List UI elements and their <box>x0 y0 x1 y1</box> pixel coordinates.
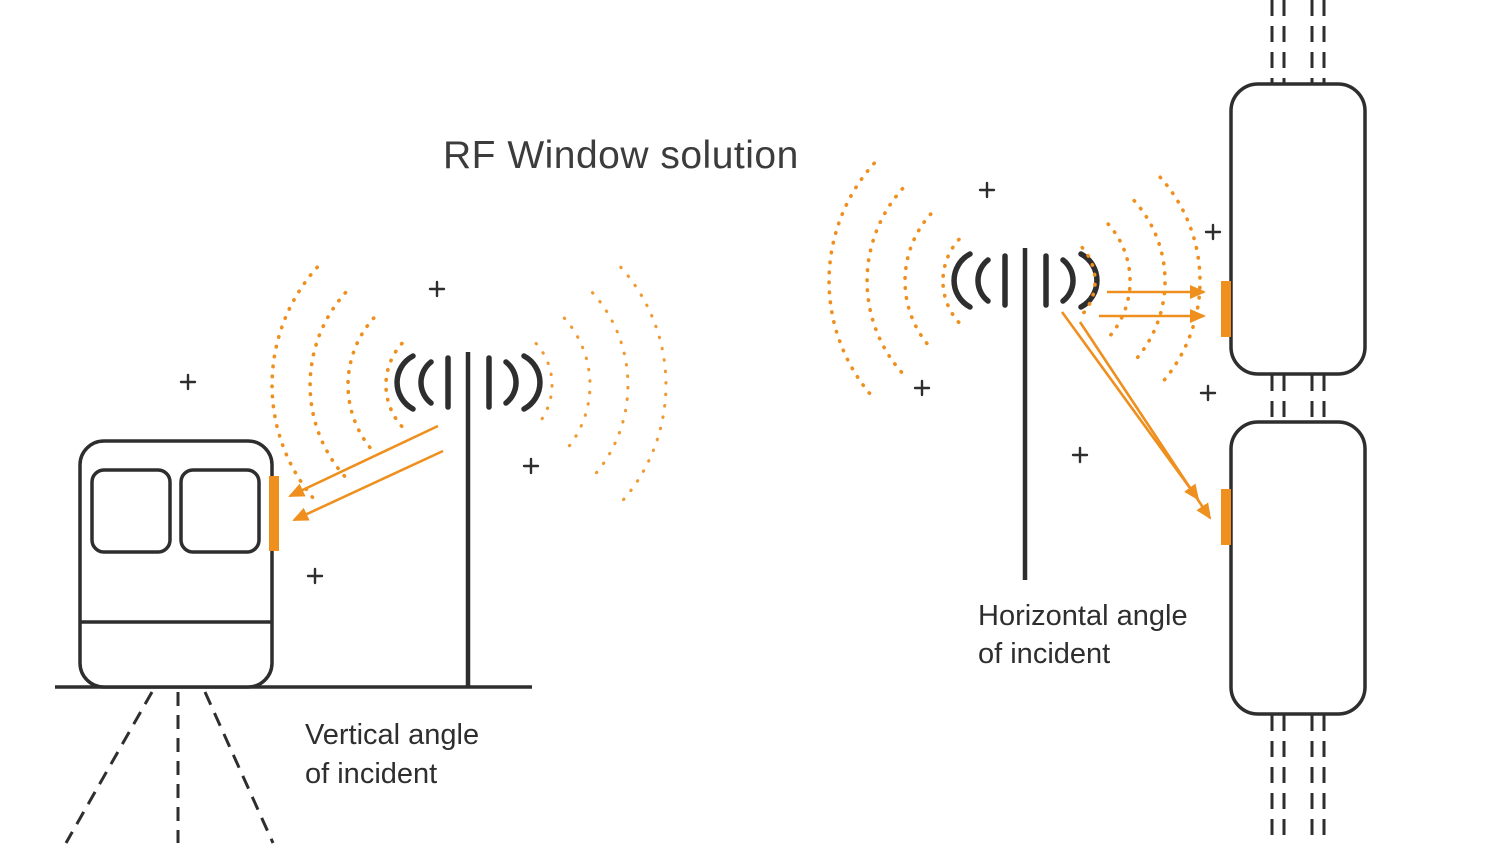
rf-wave-arc <box>941 237 961 325</box>
rf-wave-arc <box>384 341 404 429</box>
plus-mark-icon <box>1199 384 1217 402</box>
rf-wave-arc <box>1158 175 1202 387</box>
horizontal-angle-caption-line2: of incident <box>978 638 1110 670</box>
antenna-arc-right-near <box>1060 257 1076 304</box>
page-title: RF Window solution <box>443 134 799 177</box>
rf-window-strip <box>269 476 279 551</box>
rf-wave-arc <box>903 212 933 350</box>
antenna-arc-left-far <box>951 251 973 310</box>
antenna-arc-left-far <box>394 353 416 412</box>
train-car-front <box>1229 82 1367 376</box>
train-front <box>78 439 279 689</box>
plus-mark-icon <box>179 373 197 391</box>
rf-window-strip <box>1221 281 1231 337</box>
antenna-arc-left-near <box>975 257 991 304</box>
antenna-arc-left-near <box>418 359 434 406</box>
signal-arrow-icon <box>292 449 444 522</box>
track-lines-top-view <box>1270 0 1326 844</box>
plus-mark-icon <box>978 181 996 199</box>
antenna-arc-right-far <box>521 353 543 412</box>
horizontal-angle-caption-line1: Horizontal angle <box>978 600 1188 632</box>
track-dash-left <box>64 691 154 844</box>
antenna-icon <box>394 352 543 686</box>
track-perspective-lines <box>64 691 275 844</box>
vertical-angle-scene: Vertical angle of incident <box>55 265 668 844</box>
vertical-angle-caption-line2: of incident <box>305 758 437 790</box>
antenna-arc-right-near <box>503 359 519 406</box>
signal-arrow-icon <box>1078 321 1212 520</box>
rf-waves-icon-right <box>534 265 668 505</box>
rf-wave-arc <box>308 290 348 480</box>
train-top-view <box>1221 82 1367 716</box>
rf-wave-arc <box>619 265 668 505</box>
rf-wave-arc <box>865 186 905 376</box>
plus-marks-left-scene <box>179 280 540 585</box>
rf-wave-arc <box>1106 222 1132 340</box>
train-window-left <box>90 468 172 554</box>
rf-wave-arc <box>270 265 319 505</box>
plus-mark-icon <box>1204 223 1222 241</box>
signal-arrow-icon <box>288 424 439 498</box>
rf-wave-arc <box>534 341 554 429</box>
signal-arrows-vertical <box>288 424 444 522</box>
plus-mark-icon <box>913 379 931 397</box>
rf-waves-icon-left <box>270 265 404 505</box>
antenna-arc-right-far <box>1078 251 1100 310</box>
horizontal-angle-scene: Horizontal angle of incident <box>827 0 1367 844</box>
vertical-angle-caption-line1: Vertical angle <box>305 719 479 751</box>
rf-wave-arc <box>590 291 630 479</box>
rf-wave-arc <box>827 161 876 401</box>
train-car-rear <box>1229 420 1367 716</box>
rf-waves-icon-right <box>1080 175 1202 387</box>
plus-mark-icon <box>522 457 540 475</box>
plus-mark-icon <box>428 280 446 298</box>
rf-wave-arc <box>1080 245 1097 317</box>
plus-mark-icon <box>306 567 324 585</box>
track-dash-right <box>203 691 275 844</box>
rf-window-strip <box>1221 489 1231 545</box>
plus-marks-right-scene <box>913 181 1222 464</box>
rf-wave-arc <box>562 316 592 454</box>
train-window-right <box>179 468 261 554</box>
rf-wave-arc <box>346 316 376 454</box>
antenna-icon <box>951 248 1100 580</box>
rf-wave-arc <box>1132 198 1167 364</box>
rf-waves-icon-left <box>827 161 961 401</box>
signal-arrows-horizontal <box>1060 285 1212 520</box>
plus-mark-icon <box>1071 446 1089 464</box>
